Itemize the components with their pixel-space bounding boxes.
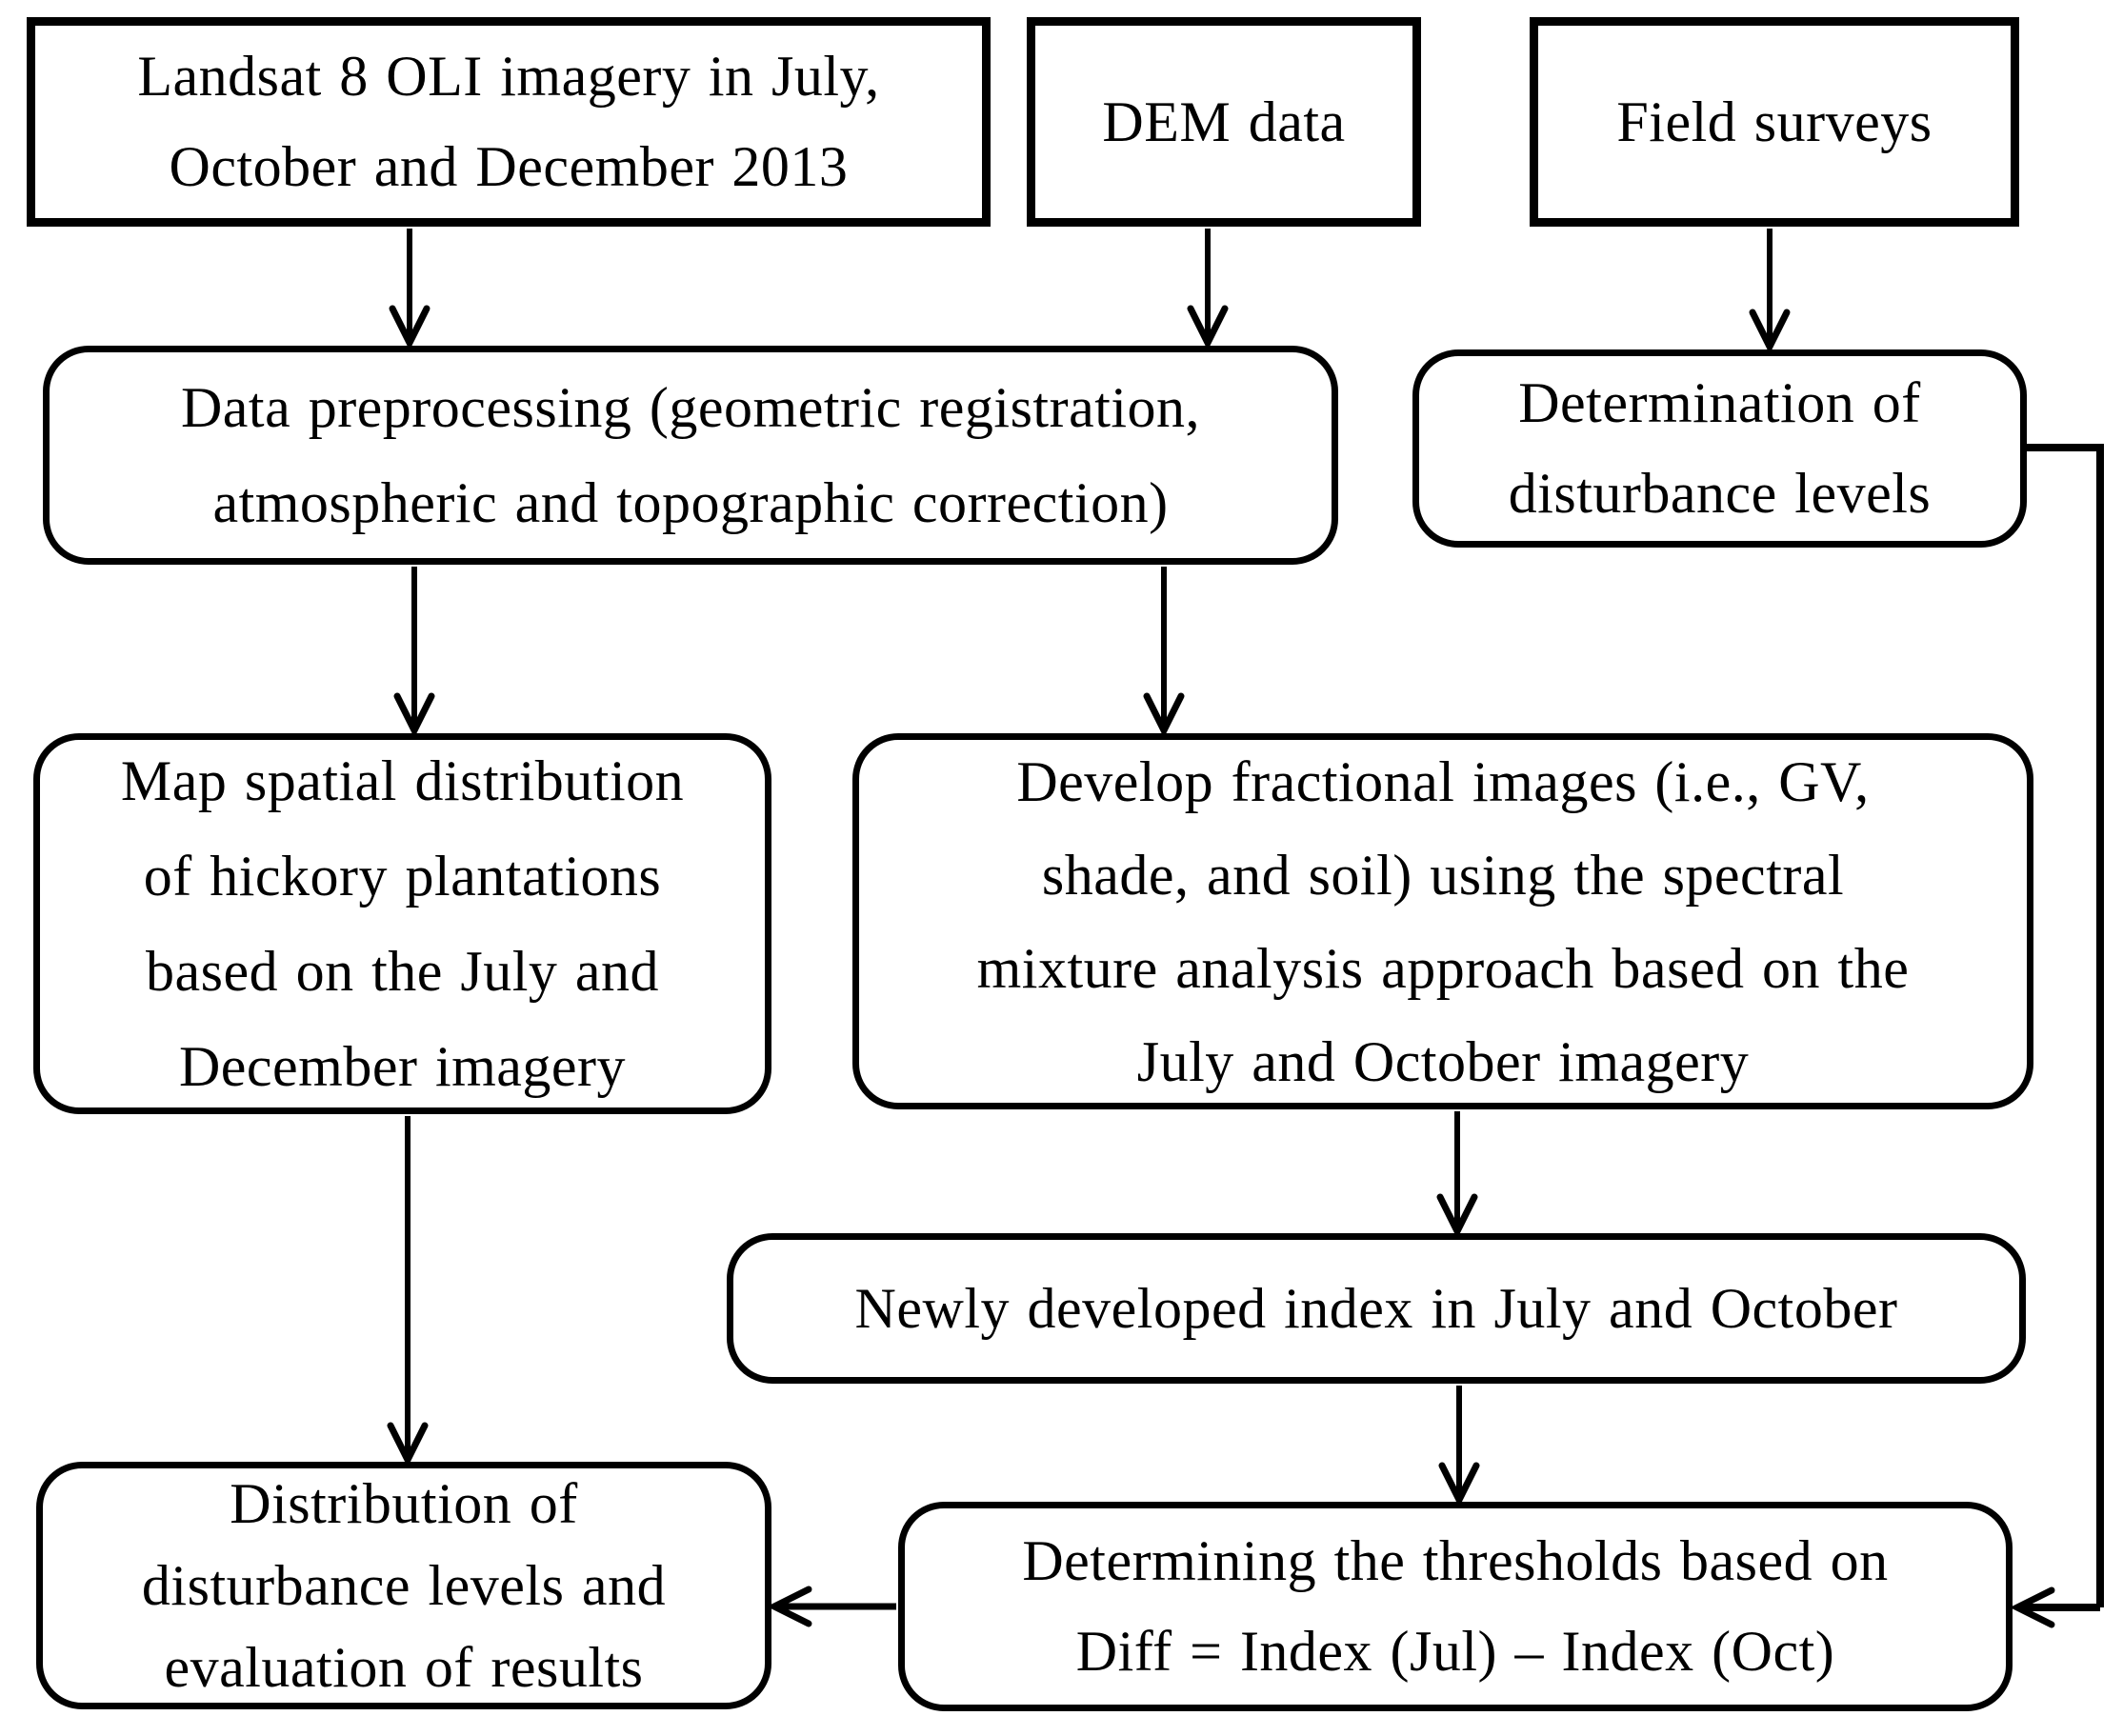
node-map-hickory-line-3: based on the July and (145, 940, 660, 1003)
node-dem-data-line-1: DEM data (1102, 90, 1346, 153)
node-thresholds-line-2: Diff = Index (Jul) – Index (Oct) (1075, 1620, 1835, 1683)
node-fractional-images-line-4: July and October imagery (1136, 1029, 1750, 1093)
node-new-index: Newly developed index in July and Octobe… (727, 1233, 2026, 1384)
node-dem-data: DEM data (1027, 17, 1421, 227)
node-distribution-results-line-2: disturbance levels and (141, 1554, 667, 1617)
node-landsat-imagery-line-1: Landsat 8 OLI imagery in July, (137, 45, 880, 108)
node-distribution-results-line-3: evaluation of results (164, 1636, 644, 1699)
node-field-surveys: Field surveys (1530, 17, 2019, 227)
node-field-surveys-line-1: Field surveys (1616, 90, 1933, 153)
node-map-hickory-line-1: Map spatial distribution (120, 749, 685, 812)
node-data-preprocessing: Data preprocessing (geometric registrati… (43, 346, 1338, 565)
node-map-hickory-line-2: of hickory plantations (143, 845, 662, 908)
node-map-hickory: Map spatial distribution of hickory plan… (33, 733, 771, 1114)
node-thresholds: Determining the thresholds based on Diff… (898, 1502, 2013, 1711)
node-distribution-results: Distribution of disturbance levels and e… (36, 1462, 771, 1709)
node-determination-disturbance-line-1: Determination of (1518, 371, 1921, 434)
node-thresholds-line-1: Determining the thresholds based on (1022, 1529, 1889, 1592)
node-data-preprocessing-line-2: atmospheric and topographic correction) (212, 471, 1169, 534)
node-new-index-line-1: Newly developed index in July and Octobe… (854, 1276, 1898, 1340)
node-map-hickory-line-4: December imagery (178, 1035, 627, 1098)
node-fractional-images-line-1: Develop fractional images (i.e., GV, (1016, 749, 1870, 813)
node-landsat-imagery-line-2: October and December 2013 (169, 135, 849, 198)
node-fractional-images: Develop fractional images (i.e., GV, sha… (852, 733, 2033, 1109)
node-determination-disturbance-line-2: disturbance levels (1508, 462, 1932, 525)
node-determination-disturbance: Determination of disturbance levels (1412, 349, 2027, 548)
node-landsat-imagery: Landsat 8 OLI imagery in July, October a… (27, 17, 991, 227)
node-fractional-images-line-2: shade, and soil) using the spectral (1041, 843, 1845, 907)
node-distribution-results-line-1: Distribution of (230, 1472, 578, 1535)
node-fractional-images-line-3: mixture analysis approach based on the (976, 936, 1910, 1000)
node-data-preprocessing-line-1: Data preprocessing (geometric registrati… (180, 376, 1201, 439)
edge-determination-to-thresholds-elbow (2025, 444, 2104, 1607)
